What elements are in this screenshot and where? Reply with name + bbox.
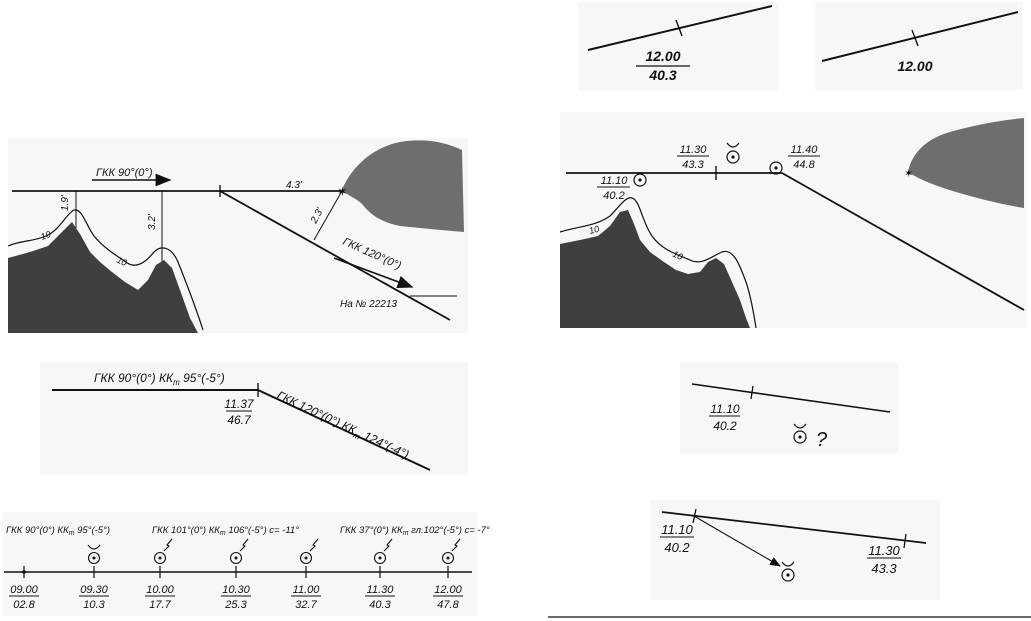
log-label: 40.3: [369, 599, 391, 611]
time-label: 12.00: [645, 48, 680, 64]
time-label: 11.10: [601, 175, 629, 187]
island-shape: [342, 140, 464, 232]
distance-label: 4.3': [286, 180, 303, 191]
landmark-star-icon: ✶: [904, 168, 913, 180]
log-label: 44.8: [793, 159, 815, 171]
time-label: 09.30: [80, 584, 108, 596]
panel-top-right-a: 12.00 40.3: [578, 2, 778, 90]
contour-depth-label: 10: [39, 229, 52, 242]
bearing-circle-icon: [441, 551, 455, 565]
time-label: 12.00: [897, 58, 932, 74]
log-label: 40.3: [648, 67, 676, 83]
depth-contour: [7, 209, 204, 331]
time-label: 10.30: [222, 584, 250, 596]
time-label: 10.00: [146, 584, 174, 596]
flash-icon: [383, 538, 393, 552]
course-label: ГКК 37°(0°) ККm гл.102°(-5°) с= -7°: [340, 525, 490, 537]
flash-icon: [309, 538, 319, 552]
note-label: На № 22213: [340, 299, 397, 310]
bearing-dot: [446, 556, 450, 560]
bearing-circle-icon: [229, 551, 243, 565]
log-label: 47.8: [437, 599, 459, 611]
landmark-star-icon: ✶: [337, 184, 348, 199]
flash-icon: [163, 538, 173, 552]
contour-depth-label: 10: [671, 249, 684, 262]
time-label: 11.30: [680, 144, 708, 156]
bearing-dot: [378, 556, 382, 560]
time-label: 09.00: [10, 584, 38, 596]
time-label: 12.00: [434, 584, 462, 596]
bearing-circle-icon: [373, 551, 387, 565]
time-label: 11.10: [710, 402, 739, 416]
panel-mid-right: ✶ 11.10 40.2 11.30 43.3 11.40 44.8 10 10: [559, 112, 1026, 329]
course-label: ГКК 90°(0°) ККm 95°(-5°): [94, 371, 225, 387]
time-label: 11.10: [661, 522, 693, 537]
bearing-dot: [92, 556, 96, 560]
log-label: 32.7: [295, 599, 317, 611]
time-label: 11.40: [791, 144, 819, 156]
time-label: 11.37: [224, 397, 254, 411]
log-label: 46.7: [227, 413, 252, 427]
panel-top-left: ✶ ГКК 90°(0°) 4.3' 1.9' 3.2' 2.3' 10 10 …: [7, 138, 468, 333]
flash-icon: [239, 538, 249, 552]
distance-label: 1.9': [60, 194, 71, 211]
time-label: 11.30: [868, 543, 900, 558]
panel-top-right-b: 12.00: [815, 2, 1023, 90]
contour-depth-label: 10: [588, 224, 600, 236]
bearing-circle-icon: [299, 551, 313, 565]
island-shape: [908, 118, 1024, 208]
log-label: 25.3: [224, 599, 247, 611]
panel-bottom-left: ГКК 90°(0°) ККm 95°(-5°) ГКК 101°(0°) КК…: [2, 512, 490, 616]
time-label: 11.00: [293, 584, 321, 596]
panel-bottom-right: 11.10 40.2 11.30 43.3: [650, 500, 940, 600]
log-label: 17.7: [149, 599, 171, 611]
time-label: 11.30: [367, 584, 395, 596]
contour-depth-label: 10: [115, 255, 128, 268]
bearing-dot: [158, 556, 162, 560]
position-dot: [22, 570, 26, 574]
coastline-land: [8, 222, 198, 333]
horns-icon: [87, 544, 101, 550]
question-mark: ?: [816, 429, 828, 451]
log-label: 40.2: [664, 540, 690, 555]
distance-label: 3.2': [147, 213, 158, 230]
course-label: ГКК 90°(0°) ККm 95°(-5°): [6, 525, 110, 537]
course-label: ГКК 101°(0°) ККm 106°(-5°) с= -11°: [152, 525, 299, 537]
bearing-circle-icon: [87, 551, 101, 565]
log-label: 40.2: [603, 190, 624, 202]
depth-contour: [559, 197, 757, 329]
bearing-circle-icon: [153, 551, 167, 565]
log-label: 10.3: [83, 599, 105, 611]
log-label: 43.3: [682, 159, 704, 171]
course-label: ГКК 90°(0°): [96, 167, 153, 179]
log-label: 43.3: [871, 561, 897, 576]
log-label: 02.8: [13, 599, 35, 611]
panel-mid-left: ГКК 90°(0°) ККm 95°(-5°) ГКК 120°(0°) КК…: [40, 362, 468, 474]
flash-icon: [451, 538, 461, 552]
log-label: 40.2: [713, 419, 737, 433]
bearing-dot: [304, 556, 308, 560]
panel-small-right: 11.10 40.2 ?: [680, 362, 898, 454]
coastline-land: [560, 210, 750, 328]
bearing-dot: [234, 556, 238, 560]
